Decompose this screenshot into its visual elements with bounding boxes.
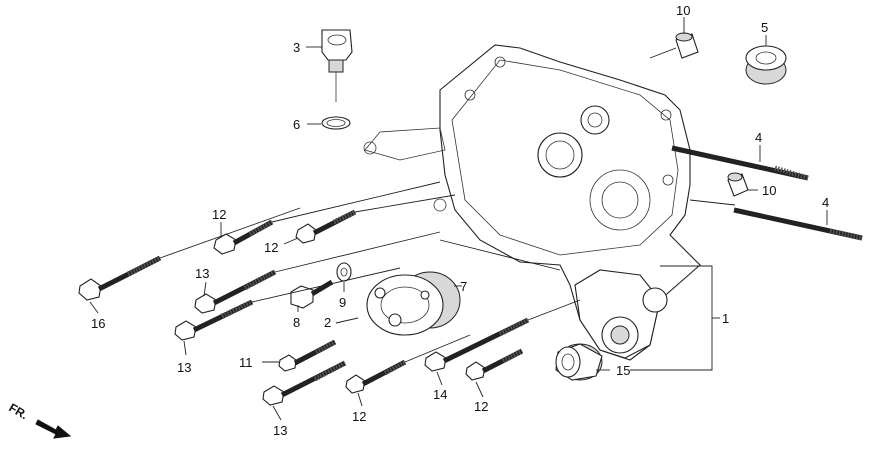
callout-5: 5 <box>761 20 768 35</box>
callout-10-upper: 10 <box>676 3 690 18</box>
flange-bolt-12d <box>465 348 524 381</box>
front-direction-indicator: FR. <box>7 400 72 439</box>
callout-13-c: 13 <box>273 423 287 438</box>
flange-bolt-13a <box>194 269 277 314</box>
stud-bolt-lower <box>733 207 863 241</box>
right-crankcase-cover <box>363 44 701 361</box>
oil-seal <box>745 45 787 85</box>
callout-12-d: 12 <box>474 399 488 414</box>
callout-13-b: 13 <box>177 360 191 375</box>
callout-12-c: 12 <box>352 409 366 424</box>
callout-3: 3 <box>293 40 300 55</box>
flange-bolt-12c <box>345 359 407 394</box>
arrow-down-right-icon <box>35 419 72 439</box>
flange-bolt-13b <box>174 299 254 341</box>
callout-16: 16 <box>91 316 105 331</box>
dowel-pin-lower <box>727 172 749 197</box>
flange-bolt-12b <box>295 209 357 244</box>
callout-2: 2 <box>324 315 331 330</box>
callout-13-a: 13 <box>195 266 209 281</box>
callout-12-a: 12 <box>212 207 226 222</box>
callout-9: 9 <box>339 295 346 310</box>
flange-bolt-14 <box>424 317 530 372</box>
o-ring <box>321 116 351 130</box>
flange-bolt-12a <box>213 219 274 255</box>
stud-bolt-upper <box>671 145 809 181</box>
dowel-pin-upper <box>675 32 699 59</box>
flange-bolt-11 <box>278 339 337 372</box>
callout-leaders <box>89 17 828 421</box>
callout-7: 7 <box>460 279 467 294</box>
flange-bolt-13c <box>262 360 347 406</box>
callout-4-lower: 4 <box>822 195 829 210</box>
callout-11: 11 <box>239 355 253 370</box>
sealing-washer <box>336 262 352 282</box>
flange-bolt-16 <box>78 255 162 301</box>
bearing <box>555 343 603 381</box>
callout-12-b: 12 <box>264 240 278 255</box>
callout-4-upper: 4 <box>755 130 762 145</box>
callout-8: 8 <box>293 315 300 330</box>
assembly-guide-lines <box>159 47 736 363</box>
callout-6: 6 <box>293 117 300 132</box>
callout-15: 15 <box>616 363 630 378</box>
callout-10-lower: 10 <box>762 183 776 198</box>
callout-1: 1 <box>722 311 729 326</box>
callout-14: 14 <box>433 387 447 402</box>
gear-assembly <box>366 271 461 336</box>
drain-bolt <box>290 279 334 309</box>
front-label: FR. <box>7 400 31 422</box>
oil-dipstick <box>321 29 353 102</box>
